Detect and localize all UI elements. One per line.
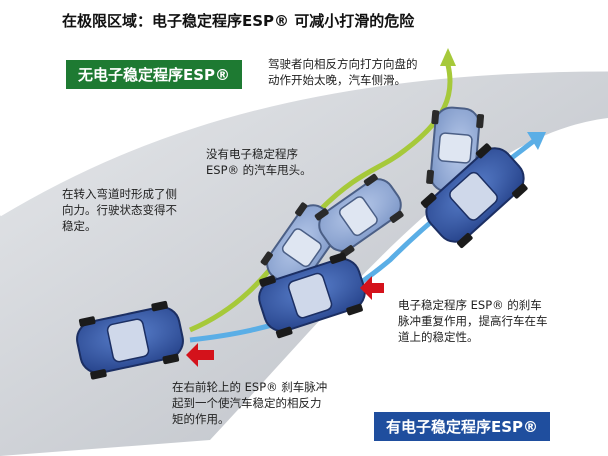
note-front-brake: 在右前轮上的 ESP® 刹车脉冲 起到一个使汽车稳定的相反力 矩的作用。 (172, 380, 328, 426)
note-spin: 没有电子稳定程序 ESP® 的汽车甩头。 (206, 147, 312, 177)
car-entering-curve (76, 300, 184, 380)
path-without-esp-arrowhead (440, 48, 456, 66)
note-rear-brake: 电子稳定程序 ESP® 的刹车 脉冲重复作用，提高行车在车 道上的稳定性。 (398, 298, 548, 344)
car-turning-in-faded (314, 173, 404, 258)
note-steer-late: 驾驶者向相反方向打方向盘的 动作开始太晚，汽车侧滑。 (268, 57, 418, 87)
front-wheel-brake-arrow (186, 343, 214, 367)
road-edge (0, 68, 608, 217)
path-with-esp-arrowhead (527, 132, 546, 150)
rear-wheel-brake-arrow (360, 276, 384, 300)
without-esp-badge: 无电子稳定程序ESP® (66, 60, 243, 89)
note-lateral-force: 在转入弯道时形成了侧 向力。行驶状态变得不 稳定。 (62, 187, 177, 233)
car-with-esp-braking (258, 252, 366, 339)
with-esp-badge: 有电子稳定程序ESP® (374, 412, 551, 441)
page-title: 在极限区域：电子稳定程序ESP® 可减小打滑的危险 (62, 12, 415, 30)
car-stable-with-esp (420, 143, 528, 248)
